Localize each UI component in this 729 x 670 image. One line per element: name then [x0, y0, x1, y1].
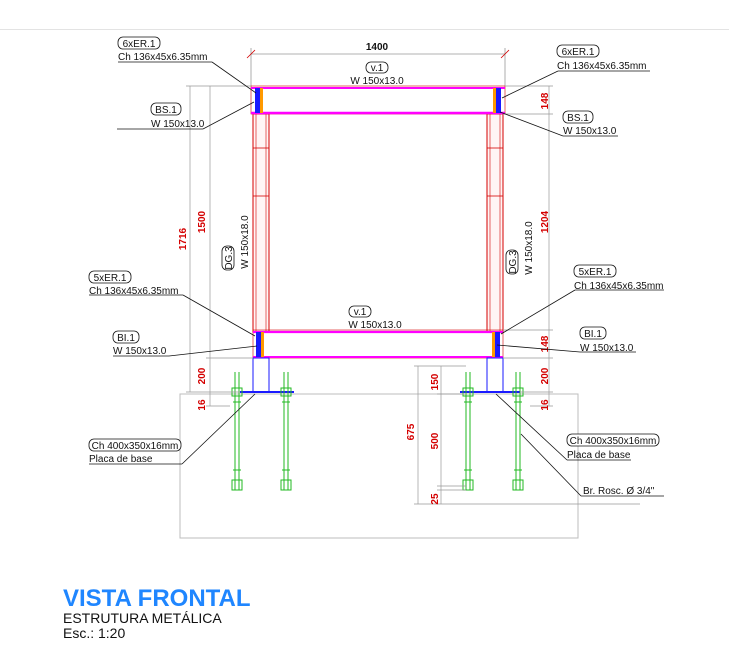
- anchor-rod-left-1: [231, 372, 243, 491]
- svg-text:W 150x13.0: W 150x13.0: [151, 119, 205, 130]
- left-column: [252, 113, 270, 333]
- callout-rod: Br. Rosc. Ø 3/4": [583, 486, 655, 497]
- callout-bi-right: BI.1 W 150x13.0: [579, 326, 634, 354]
- svg-text:BS.1: BS.1: [567, 113, 589, 124]
- callout-bs-right: BS.1 W 150x13.0: [562, 110, 617, 137]
- anchor-total-length: 675: [406, 423, 417, 440]
- svg-text:Br. Rosc. Ø 3/4": Br. Rosc. Ø 3/4": [583, 486, 655, 497]
- left-column-height: 1500: [197, 210, 208, 233]
- leader-lines: [89, 61, 664, 497]
- anchor-rods: [231, 372, 524, 491]
- callout-bi-left: BI.1 W 150x13.0: [112, 330, 167, 357]
- svg-text:Ch 400x350x16mm: Ch 400x350x16mm: [570, 436, 657, 447]
- svg-text:Placa de base: Placa de base: [89, 454, 153, 465]
- left-total-height: 1716: [178, 227, 189, 250]
- right-diagonal-label: DG.3: [505, 249, 519, 275]
- top-beam-tag: v.1: [371, 63, 384, 74]
- right-base-gap: 200: [540, 367, 551, 384]
- right-column: [486, 113, 504, 333]
- left-diagonal-label: DG.3: [221, 245, 235, 271]
- svg-text:BS.1: BS.1: [155, 105, 177, 116]
- top-beam-desc: W 150x13.0: [350, 76, 404, 87]
- top-beam-depth: 148: [540, 92, 551, 109]
- right-plate-thickness: 16: [540, 399, 551, 411]
- right-diagonal-tag: DG.3: [508, 250, 519, 274]
- drawing-subtitle: ESTRUTURA METÁLICA: [63, 610, 222, 626]
- svg-text:W 150x13.0: W 150x13.0: [563, 126, 617, 137]
- svg-text:Ch 400x350x16mm: Ch 400x350x16mm: [92, 441, 179, 452]
- anchor-lower-length: 25: [430, 493, 441, 505]
- anchor-rod-right-2: [512, 372, 524, 491]
- callout-bs-left: BS.1 W 150x13.0: [150, 102, 205, 130]
- svg-text:BI.1: BI.1: [117, 333, 135, 344]
- svg-text:6xER.1: 6xER.1: [123, 39, 156, 50]
- svg-text:6xER.1: 6xER.1: [562, 47, 595, 58]
- width-dimension-value: 1400: [366, 42, 389, 53]
- right-dimensions: [503, 85, 553, 407]
- drawing-scale: Esc.: 1:20: [63, 625, 126, 641]
- callout-plate-right: Ch 400x350x16mm Placa de base: [566, 433, 660, 461]
- top-beam-tag-box: [365, 61, 389, 74]
- anchor-rod-right-1: [462, 372, 474, 491]
- svg-text:W 150x13.0: W 150x13.0: [113, 346, 167, 357]
- svg-text:Ch 136x45x6.35mm: Ch 136x45x6.35mm: [118, 52, 208, 63]
- right-base-stub: [460, 357, 520, 393]
- anchor-upper-length: 150: [430, 373, 441, 390]
- svg-text:Ch 136x45x6.35mm: Ch 136x45x6.35mm: [89, 286, 179, 297]
- svg-text:Placa de base: Placa de base: [567, 450, 631, 461]
- anchor-mid-length: 500: [430, 432, 441, 449]
- svg-text:BI.1: BI.1: [584, 329, 602, 340]
- right-diagonal-desc: W 150x18.0: [524, 221, 535, 275]
- callout-er-top-left: 6xER.1 Ch 136x45x6.35mm: [117, 36, 208, 63]
- bottom-beam-tag-box: [348, 305, 372, 318]
- callout-er-bottom-left: 5xER.1 Ch 136x45x6.35mm: [88, 270, 179, 297]
- anchor-dimensions: [414, 365, 640, 505]
- svg-text:W 150x13.0: W 150x13.0: [580, 343, 634, 354]
- right-column-height: 1204: [540, 210, 551, 233]
- callout-er-bottom-right: 5xER.1 Ch 136x45x6.35mm: [573, 264, 664, 292]
- left-base-gap: 200: [197, 367, 208, 384]
- left-plate-thickness: 16: [197, 399, 208, 411]
- bottom-beam-desc: W 150x13.0: [348, 320, 402, 331]
- left-base-stub: [240, 357, 294, 393]
- svg-text:5xER.1: 5xER.1: [579, 267, 612, 278]
- bottom-beam-tag: v.1: [354, 307, 367, 318]
- bottom-beam-depth: 148: [540, 335, 551, 352]
- svg-text:Ch 136x45x6.35mm: Ch 136x45x6.35mm: [557, 61, 647, 72]
- left-diagonal-tag: DG.3: [224, 246, 235, 270]
- sheet-border-line: [0, 29, 729, 30]
- bottom-beam: [252, 329, 504, 359]
- top-beam: [250, 85, 506, 115]
- svg-text:Ch 136x45x6.35mm: Ch 136x45x6.35mm: [574, 281, 664, 292]
- callout-plate-left: Ch 400x350x16mm Placa de base: [88, 438, 182, 465]
- width-dimension: [246, 48, 510, 86]
- anchor-rod-left-2: [280, 372, 292, 491]
- left-diagonal-desc: W 150x18.0: [240, 215, 251, 269]
- left-dimensions: [186, 85, 253, 407]
- drawing-title: VISTA FRONTAL: [63, 585, 251, 612]
- svg-text:5xER.1: 5xER.1: [94, 273, 127, 284]
- callout-er-top-right: 6xER.1 Ch 136x45x6.35mm: [556, 44, 647, 72]
- foundation-block: [179, 393, 579, 539]
